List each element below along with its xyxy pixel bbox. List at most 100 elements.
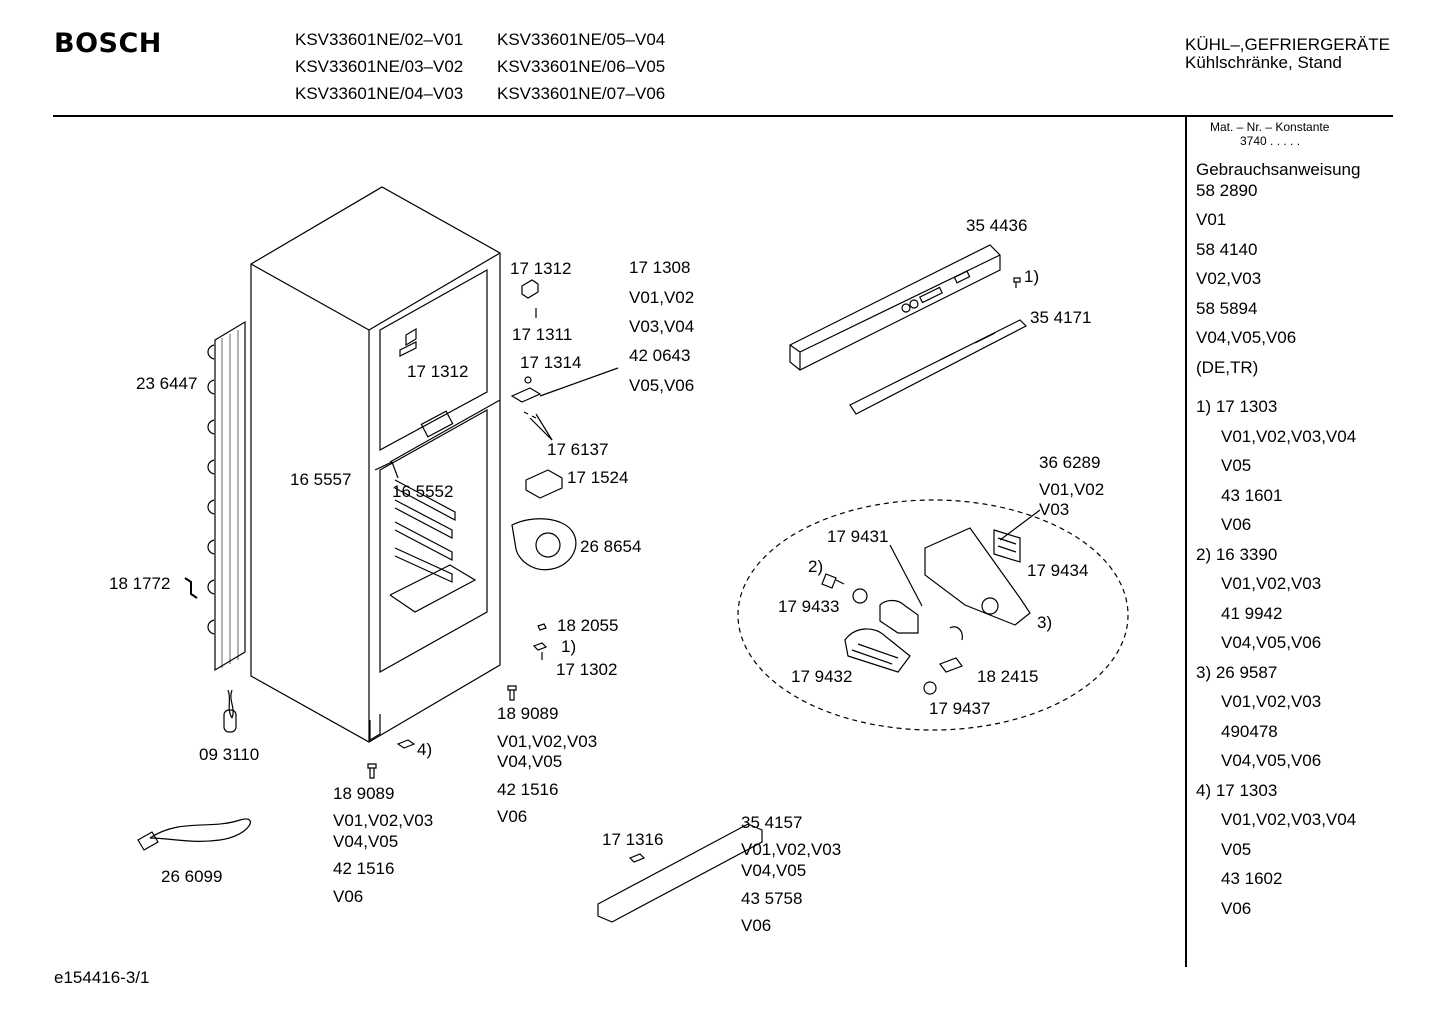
part-label: 16 5557 (290, 470, 352, 489)
part-label: 17 1314 (520, 353, 582, 372)
sidebar-row: V02,V03 (1196, 269, 1262, 288)
condenser-coil-drawing (207, 320, 246, 672)
sidebar-row: V06 (1221, 515, 1252, 534)
part-label: V01,V02 (1039, 480, 1105, 499)
part-label: 18 2415 (977, 667, 1039, 686)
model-item: KSV33601NE/03–V02 (295, 57, 464, 76)
part-label: V06 (741, 916, 772, 935)
sidebar-row: 2) 16 3390 (1196, 545, 1278, 564)
part-label: 18 1772 (109, 574, 171, 593)
part-label: 17 9437 (929, 699, 991, 718)
part-label: 17 1311 (512, 325, 573, 344)
part-label: 3) (1037, 613, 1053, 632)
part-label: 17 6137 (547, 440, 609, 459)
door-handle-drawing (597, 823, 763, 923)
part-label: 35 4171 (1030, 308, 1092, 327)
part-label: 1) (561, 637, 577, 656)
part-label: V06 (497, 807, 528, 826)
sidebar-row: 43 1601 (1221, 486, 1283, 505)
lamp-cover-drawing (844, 628, 911, 673)
sidebar-row: 43 1602 (1221, 869, 1283, 888)
part-label: 35 4436 (966, 216, 1028, 235)
part-label: 42 1516 (497, 780, 559, 799)
part-label: V01,V02 (629, 288, 695, 307)
sidebar-row: 58 4140 (1196, 240, 1258, 259)
model-item: KSV33601NE/02–V01 (295, 30, 464, 49)
detail-callout-circle (737, 499, 1129, 731)
sidebar-row: V01 (1196, 210, 1227, 229)
part-label: V03 (1039, 500, 1070, 519)
model-list: KSV33601NE/02–V01 KSV33601NE/05–V04 KSV3… (295, 30, 697, 104)
part-label: 36 6289 (1039, 453, 1101, 472)
sidebar-row: Gebrauchsanweisung (1196, 160, 1361, 179)
part-label: 23 6447 (136, 374, 198, 393)
sidebar-row: V04,V05,V06 (1221, 751, 1322, 770)
screw-part-drawing (507, 685, 517, 701)
sidebar-row: 1) 17 1303 (1196, 397, 1278, 416)
part-label: 17 1312 (407, 362, 469, 381)
part-label: 18 9089 (333, 784, 395, 803)
mat-number-value: 3740 . . . . . (1240, 134, 1301, 148)
part-label: 17 9432 (791, 667, 853, 686)
sidebar-row: 58 2890 (1196, 181, 1258, 200)
part-label: 42 1516 (333, 859, 395, 878)
part-label: V06 (333, 887, 364, 906)
model-item: KSV33601NE/06–V05 (497, 57, 666, 76)
part-label: V01,V02,V03 (497, 732, 598, 751)
part-label: 17 1308 (629, 258, 691, 277)
mat-number-title: Mat. – Nr. – Konstante (1210, 120, 1330, 134)
bracket-part-drawing (184, 577, 198, 599)
sidebar-row: (DE,TR) (1196, 358, 1259, 377)
fan-part-drawing (511, 518, 577, 571)
model-item: KSV33601NE/05–V04 (497, 30, 666, 49)
part-label: 2) (808, 557, 824, 576)
sidebar-row: V05 (1221, 456, 1252, 475)
sidebar-row: V01,V02,V03 (1221, 692, 1322, 711)
part-label: 26 8654 (580, 537, 642, 556)
part-label: 1) (1024, 267, 1040, 286)
hinge-part-drawing (521, 279, 539, 318)
part-label: 35 4157 (741, 813, 803, 832)
panel-strip-drawing (849, 319, 1028, 415)
part-label: 4) (417, 740, 433, 759)
category-title: KÜHL–,GEFRIERGERÄTE (1185, 35, 1390, 54)
part-label: 17 1302 (556, 660, 618, 679)
sidebar-row: V04,V05,V06 (1221, 633, 1322, 652)
document-id: e154416-3/1 (54, 968, 150, 987)
bulb-part-drawing (821, 573, 845, 589)
part-label: 16 5552 (392, 482, 454, 501)
part-label: V01,V02,V03 (741, 840, 842, 859)
screw-part-drawing (1013, 277, 1021, 288)
part-label: 17 1312 (510, 259, 572, 278)
capillary-part-drawing (227, 689, 234, 719)
category-subtitle: Kühlschränke, Stand (1185, 53, 1342, 72)
switch-part-drawing (939, 626, 963, 673)
part-label: V04,V05 (497, 752, 563, 771)
sidebar-row: V01,V02,V03,V04 (1221, 427, 1357, 446)
thermostat-housing-drawing (924, 527, 1031, 626)
grille-part-drawing (993, 529, 1021, 563)
brand-logo: BOSCH (54, 28, 162, 59)
part-label: V04,V05 (741, 861, 807, 880)
drier-part-drawing (223, 709, 237, 733)
sidebar-row: 3) 26 9587 (1196, 663, 1278, 682)
sidebar-row: V04,V05,V06 (1196, 328, 1297, 347)
hinge-bracket-drawing (510, 387, 542, 403)
part-label: 18 2055 (557, 616, 619, 635)
part-label: V05,V06 (629, 376, 695, 395)
sidebar-row: 490478 (1221, 722, 1278, 741)
part-label: 43 5758 (741, 889, 803, 908)
sidebar-row: 41 9942 (1221, 604, 1283, 623)
power-cord-drawing (149, 818, 251, 842)
sidebar-row: 4) 17 1303 (1196, 781, 1278, 800)
part-label: 17 9431 (827, 527, 889, 546)
part-label: V04,V05 (333, 832, 399, 851)
sidebar-row: V05 (1221, 840, 1252, 859)
sidebar-divider (1185, 117, 1187, 967)
part-label: 17 1316 (602, 830, 664, 849)
part-label: 17 9434 (1027, 561, 1089, 580)
model-item: KSV33601NE/07–V06 (497, 84, 666, 103)
sidebar-row: 58 5894 (1196, 299, 1258, 318)
part-label: 26 6099 (161, 867, 223, 886)
sidebar-row: V06 (1221, 899, 1252, 918)
